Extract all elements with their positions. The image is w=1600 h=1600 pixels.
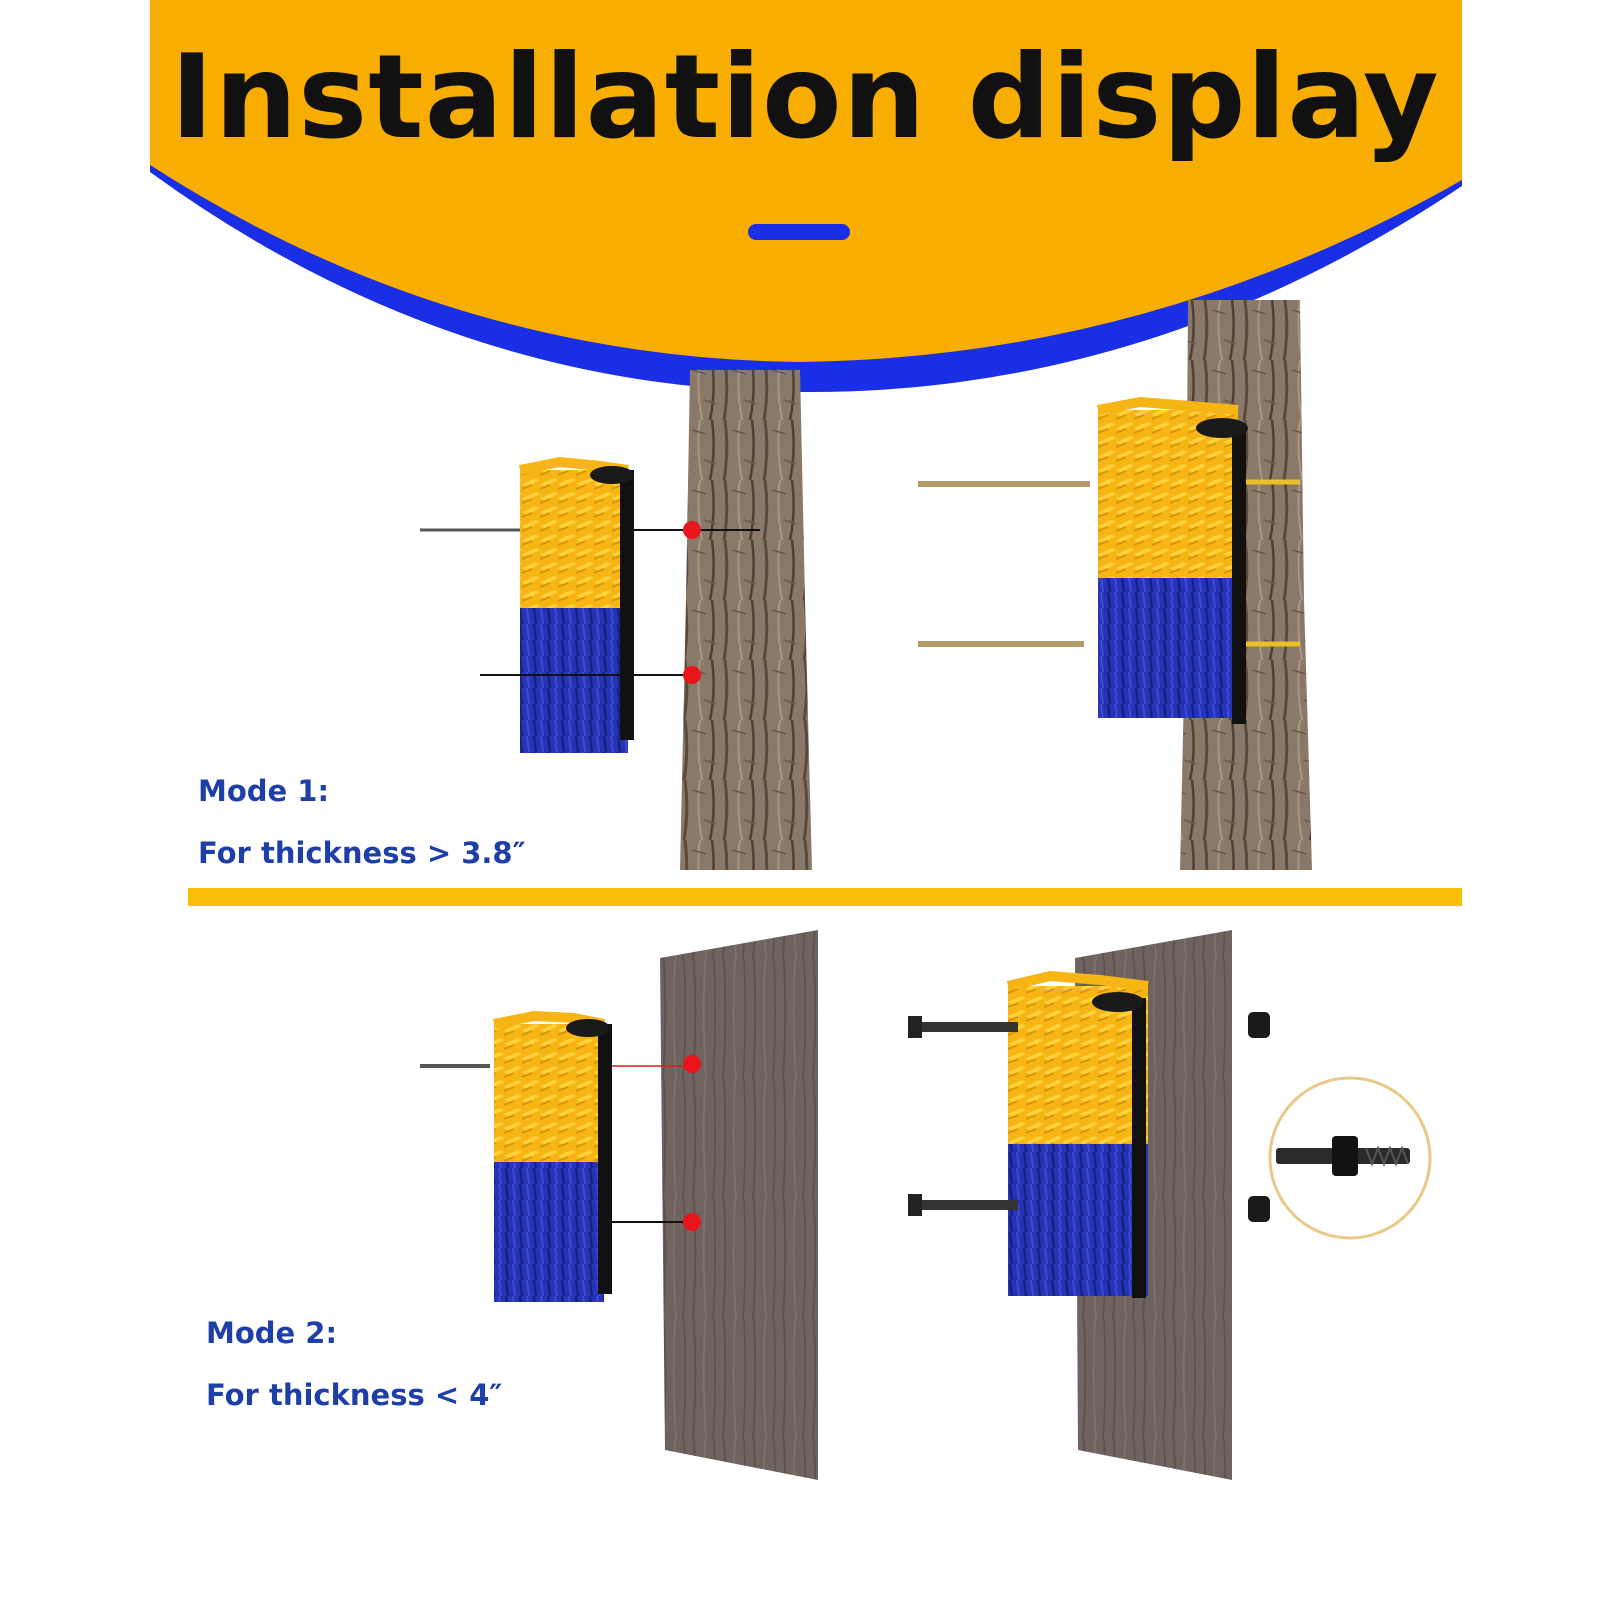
mode2-label: Mode 2: (206, 1316, 338, 1350)
banner-title: Installation display (170, 30, 1440, 165)
tree-trunk-left (680, 370, 812, 870)
bolt-lower (908, 1194, 1018, 1216)
banner-accent-bar (748, 224, 850, 240)
brush-mode1-right (1097, 396, 1248, 724)
board-marker-upper (683, 1055, 701, 1073)
board-left (660, 930, 818, 1480)
mode1-description: For thickness > 3.8″ (198, 836, 526, 870)
mode1-label: Mode 1: (198, 774, 330, 808)
brush-mode1-left (519, 456, 634, 753)
banner-background (150, 0, 1462, 393)
board-marker-lower (683, 1213, 701, 1231)
drill-marker-upper (683, 521, 701, 539)
drill-marker-lower (683, 666, 701, 684)
nut-lower (1248, 1196, 1270, 1222)
brush-mode2-left (493, 1010, 612, 1302)
nut-upper (1248, 1012, 1270, 1038)
brush-mode2-right (1006, 970, 1149, 1298)
mode2-description: For thickness < 4″ (206, 1378, 503, 1412)
section-divider (188, 888, 1462, 906)
bolt-detail-inset (1268, 1076, 1432, 1240)
bolt-upper (908, 1016, 1018, 1038)
